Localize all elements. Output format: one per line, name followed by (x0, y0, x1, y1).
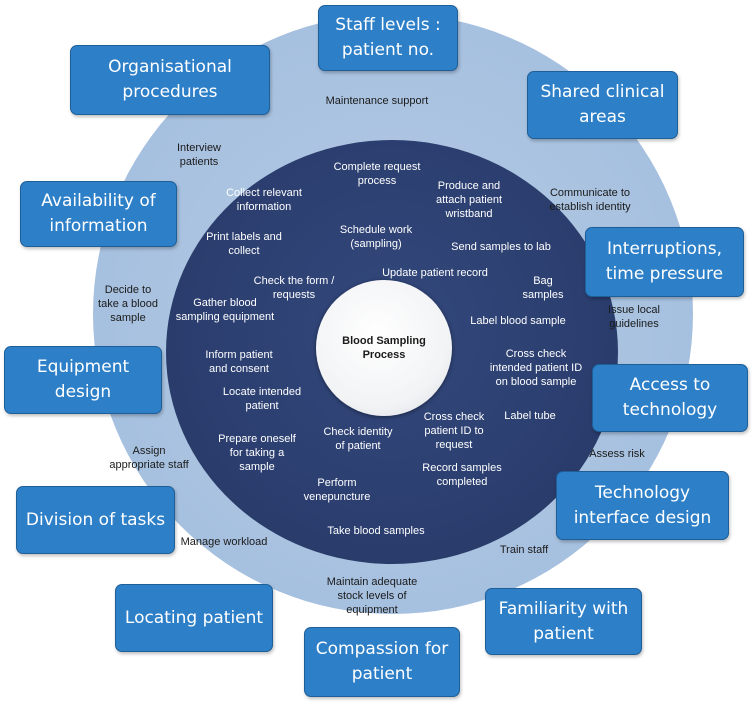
factor-staff-levels: Staff levels : patient no. (318, 5, 458, 71)
inner-task-label: Inform patient and consent (205, 349, 273, 375)
factor-technology-interface-design: Technology interface design (556, 471, 729, 540)
center-title: Blood Sampling Process (342, 335, 426, 361)
inner-task-label: Check identity of patient (323, 426, 393, 452)
inner-task-label: Label blood sample (470, 315, 566, 327)
outer-task-label: Train staff (499, 544, 549, 556)
inner-task-label: Complete request process (333, 161, 421, 187)
inner-task-label: Print labels and collect (206, 231, 282, 257)
factor-division-of-tasks: Division of tasks (16, 486, 175, 554)
outer-task-label: Maintenance support (325, 95, 429, 107)
inner-task-label: Gather blood sampling equipment (175, 297, 275, 323)
factor-locating-patient: Locating patient (115, 584, 273, 652)
outer-task-label: Decide to take a blood sample (98, 284, 158, 324)
factor-shared-clinical-areas: Shared clinical areas (527, 71, 678, 139)
inner-task-label: Perform venepuncture (303, 477, 371, 503)
outer-task-label: Interview patients (176, 142, 222, 168)
inner-task-label: Check the form / requests (253, 275, 335, 301)
inner-task-label: Produce and attach patient wristband (435, 180, 503, 220)
outer-task-label: Communicate to establish identity (549, 187, 631, 213)
inner-task-label: Schedule work (sampling) (339, 224, 413, 250)
inner-task-label: Update patient record (382, 267, 488, 279)
inner-task-label: Take blood samples (327, 525, 425, 537)
outer-task-label: Maintain adequate stock levels of equipm… (326, 576, 418, 616)
inner-task-label: Cross check intended patient ID on blood… (489, 348, 583, 388)
factor-organisational-procedures: Organisational procedures (70, 45, 270, 115)
inner-task-label: Label tube (504, 410, 556, 422)
factor-equipment-design: Equipment design (4, 346, 162, 414)
outer-task-label: Issue local guidelines (608, 304, 660, 330)
inner-task-label: Cross check patient ID to request (423, 411, 485, 451)
inner-task-label: Record samples completed (422, 462, 502, 488)
outer-task-label: Assign appropriate staff (109, 445, 189, 471)
inner-task-label: Send samples to lab (451, 241, 551, 253)
inner-task-label: Prepare oneself for taking a sample (218, 433, 296, 473)
inner-task-label: Bag samples (522, 275, 564, 301)
factor-compassion-for-patient: Compassion for patient (304, 627, 460, 697)
factor-interruptions: Interruptions, time pressure (585, 227, 744, 297)
factor-familiarity-with-patient: Familiarity with patient (485, 588, 642, 655)
center-circle: Blood Sampling Process (316, 280, 452, 416)
outer-task-label: Manage workload (180, 536, 268, 548)
factor-access-to-technology: Access to technology (592, 364, 748, 432)
outer-task-label: Assess risk (589, 448, 645, 460)
factor-availability-of-information: Availability of information (20, 181, 177, 247)
inner-task-label: Collect relevant information (226, 187, 302, 213)
inner-task-label: Locate intended patient (222, 386, 302, 412)
